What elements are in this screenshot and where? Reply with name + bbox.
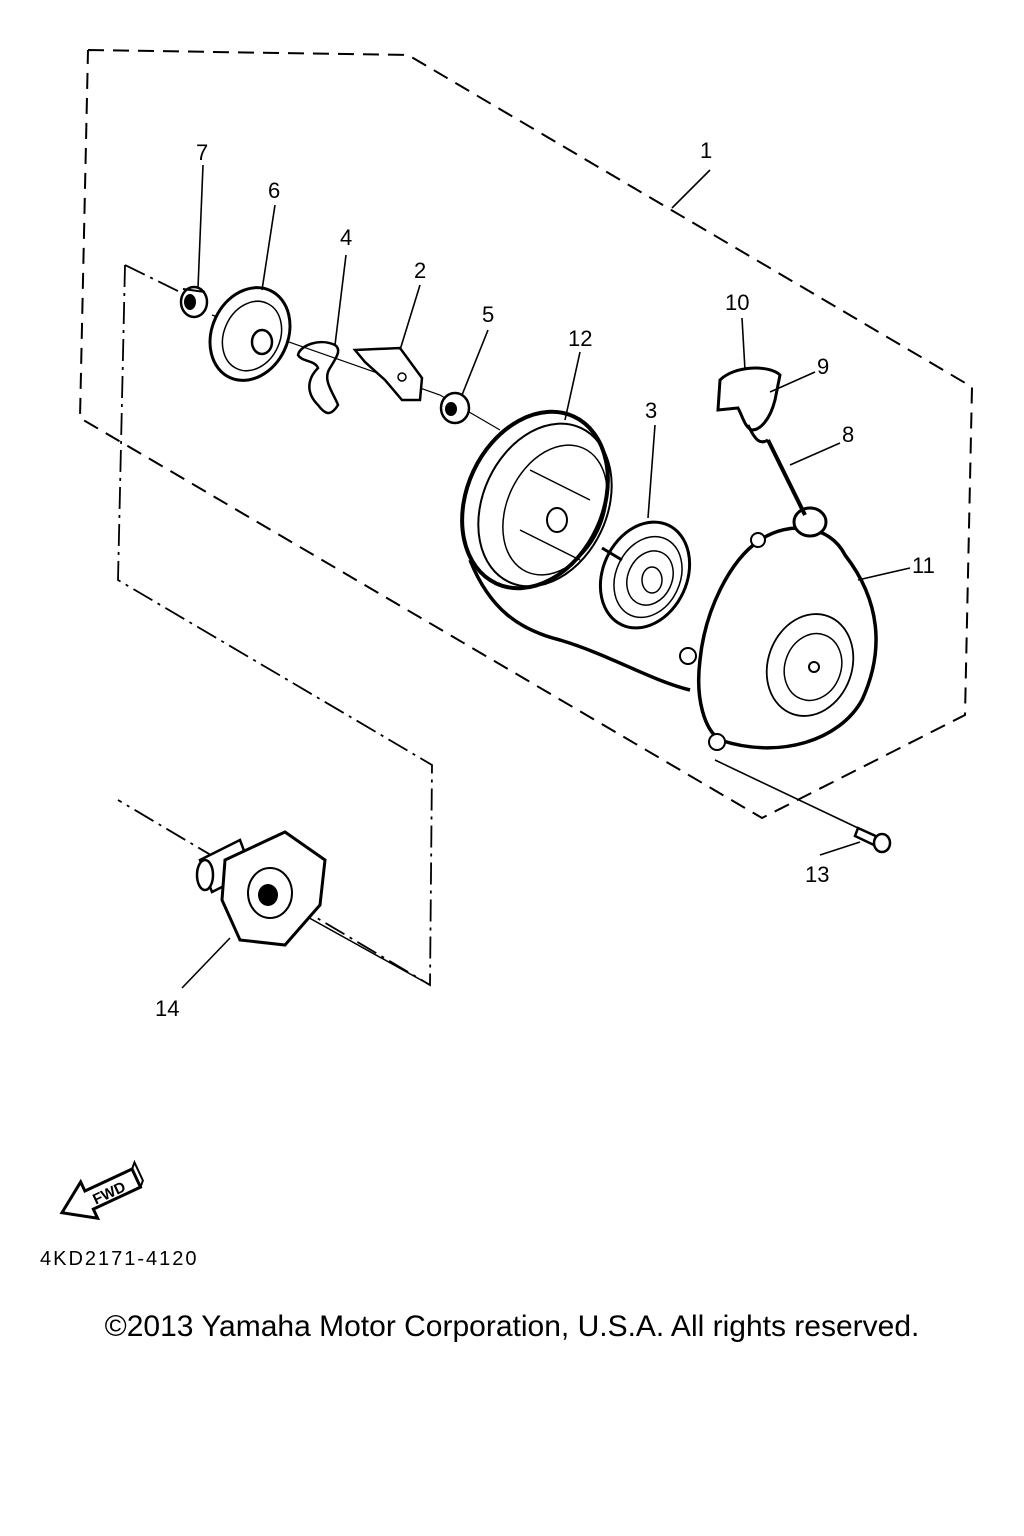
part-13-bolt xyxy=(853,826,892,854)
callout-4: 4 xyxy=(340,225,352,250)
part-7-nut xyxy=(179,285,209,319)
callout-9: 9 xyxy=(817,354,829,379)
assembly-14-boundary xyxy=(117,264,433,987)
diagram-code: 4KD2171-4120 xyxy=(40,1248,199,1270)
assembly-1-boundary xyxy=(78,49,974,820)
callout-10: 10 xyxy=(725,290,749,315)
part-9-handle xyxy=(716,366,782,444)
callout-5: 5 xyxy=(482,302,494,327)
callout-6: 6 xyxy=(268,178,280,203)
part-2-pawl xyxy=(352,346,424,402)
part-3-spiral-spring xyxy=(598,520,692,630)
part-5-collar xyxy=(439,391,471,425)
part-4-spring xyxy=(296,340,340,415)
part-11-starter-case xyxy=(679,506,878,751)
callout-11: 11 xyxy=(912,553,935,578)
callout-7: 7 xyxy=(196,140,208,165)
callout-13: 13 xyxy=(805,862,829,887)
callout-14: 14 xyxy=(155,996,179,1021)
callout-1: 1 xyxy=(700,138,712,163)
part-8-handle-rope xyxy=(766,439,807,516)
fwd-arrow-icon: FWD xyxy=(59,1159,144,1221)
leader-lines xyxy=(181,164,911,989)
part-14-drive-pulley xyxy=(195,830,327,947)
callout-12: 12 xyxy=(568,326,592,351)
part-6-plate xyxy=(208,286,292,382)
boundary-14-link xyxy=(124,264,187,296)
part-12-sheave-drum xyxy=(460,409,613,591)
starter-rope xyxy=(468,559,691,692)
copyright-notice: ©2013 Yamaha Motor Corporation, U.S.A. A… xyxy=(104,1310,920,1343)
callout-2: 2 xyxy=(414,258,426,283)
callout-8: 8 xyxy=(842,422,854,447)
callout-3: 3 xyxy=(645,398,657,423)
